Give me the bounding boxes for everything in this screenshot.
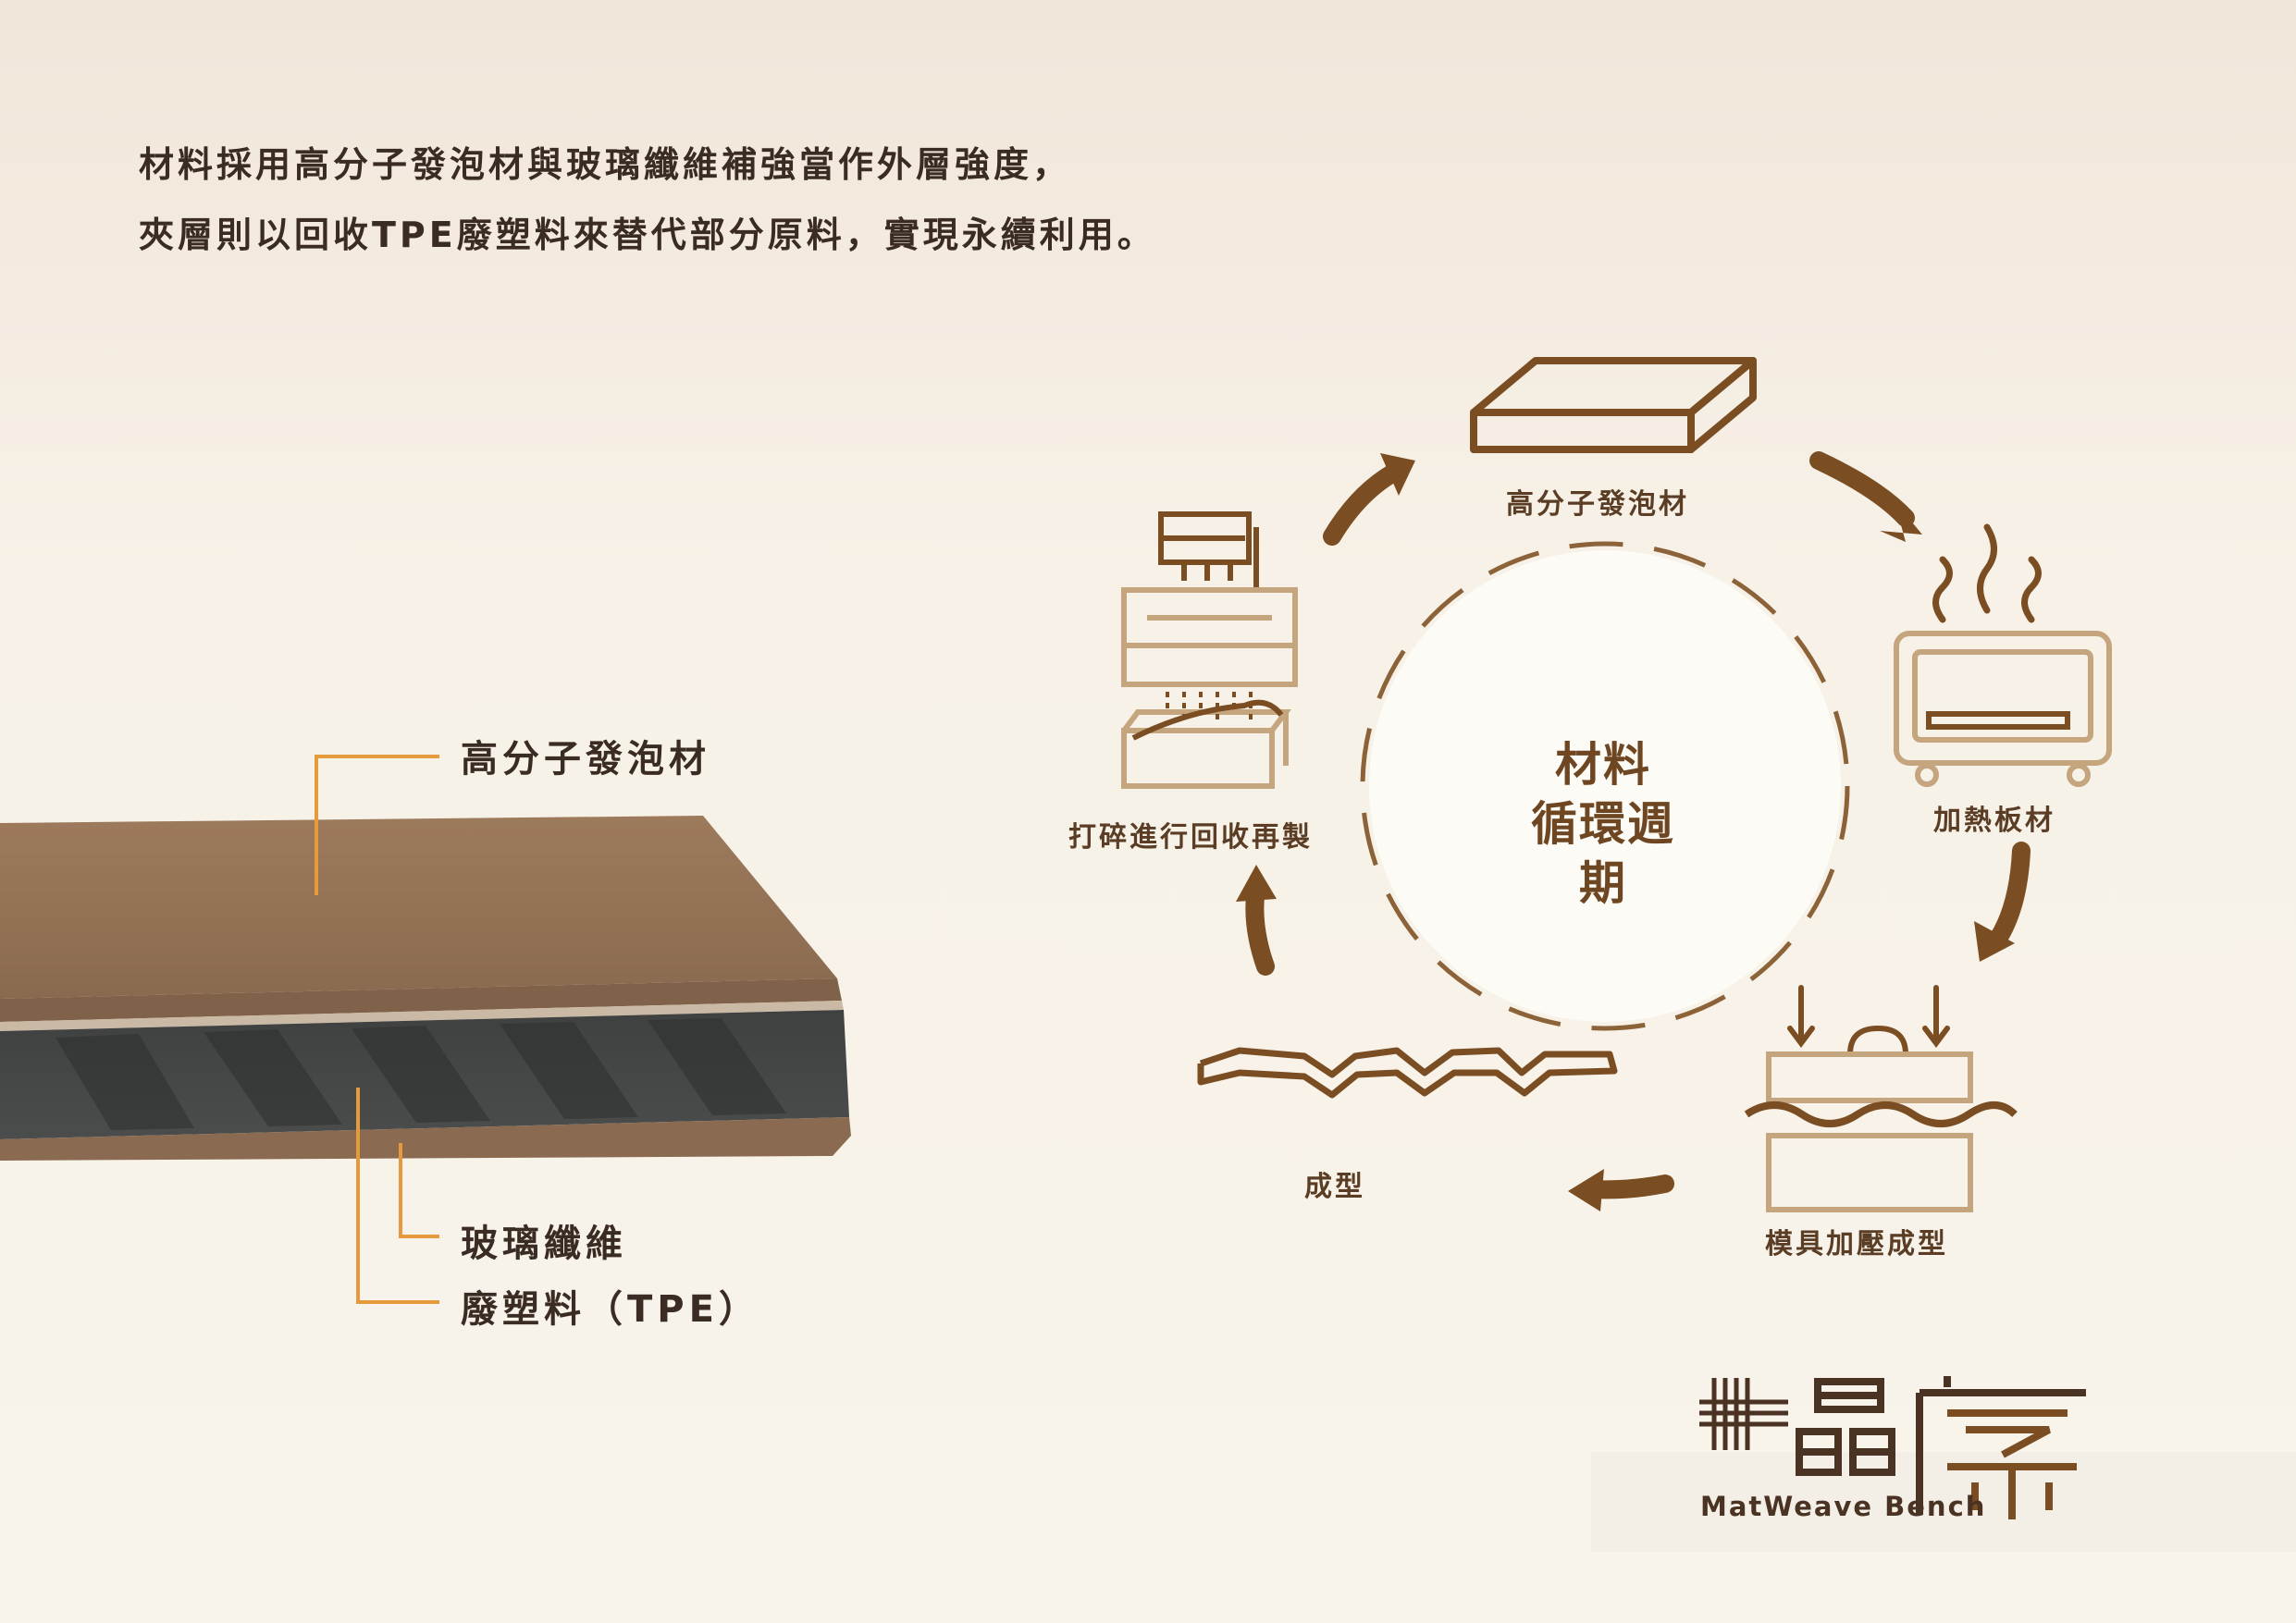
oven-icon — [1932, 523, 2042, 623]
label-tpe-layer: 廢塑料（TPE） — [461, 1288, 760, 1331]
shredder-icon — [1121, 511, 1298, 789]
center-title-line-1: 材料 — [1555, 738, 1651, 792]
oven-tray — [1926, 711, 2070, 730]
board-top-layer — [0, 978, 842, 1022]
wave-shape-icon — [1197, 1047, 1618, 1099]
cycle-diagram — [1121, 357, 2112, 1212]
step-label-recycle: 打碎進行回收再製 — [1068, 821, 1313, 854]
arrow-heads — [1236, 453, 2015, 1211]
leader-lines — [315, 755, 439, 1304]
intro-text: 材料採用高分子發泡材與玻璃纖維補強當作外層強度， 夾層則以回收TPE廢塑料來替代… — [139, 129, 1156, 270]
logo-chinese-mark — [1796, 1376, 2086, 1515]
step-label-heat: 加熱板材 — [1933, 805, 2055, 837]
step-label-foam: 高分子發泡材 — [1506, 488, 1689, 521]
cycle-center-title: 材料 循環週期 — [1511, 735, 1696, 913]
core-texture — [56, 1018, 786, 1130]
logo-chinese: 蓆序 — [1697, 1367, 1699, 1368]
board-fiber-layer — [0, 1001, 844, 1031]
intro-line-1: 材料採用高分子發泡材與玻璃纖維補強當作外層強度， — [139, 144, 1072, 185]
center-title-line-2: 循環週期 — [1531, 797, 1675, 910]
logo-band — [1591, 1452, 2296, 1552]
board-cross-section — [0, 816, 851, 1161]
step-label-shape: 成型 — [1304, 1171, 1365, 1203]
center-circle — [1369, 550, 1841, 1022]
mold-press-icon — [1744, 985, 2018, 1212]
logo-english: MatWeave Bench — [1700, 1491, 1987, 1522]
oven-body — [1894, 631, 2112, 787]
dashed-circle — [1360, 541, 1850, 1031]
weave-icon — [1699, 1378, 1788, 1450]
logo-mark: 蓆序 — [1697, 1367, 2086, 1519]
board-bottom-layer — [0, 1117, 851, 1161]
foam-board-icon — [1470, 357, 1757, 453]
board-top-surface — [0, 816, 837, 999]
intro-line-2: 夾層則以回收TPE廢塑料來替代部分原料，實現永續利用。 — [139, 215, 1156, 255]
step-label-mold: 模具加壓成型 — [1765, 1228, 1948, 1260]
label-foam-layer: 高分子發泡材 — [461, 738, 710, 781]
label-fiber-layer: 玻璃纖維 — [461, 1223, 627, 1265]
